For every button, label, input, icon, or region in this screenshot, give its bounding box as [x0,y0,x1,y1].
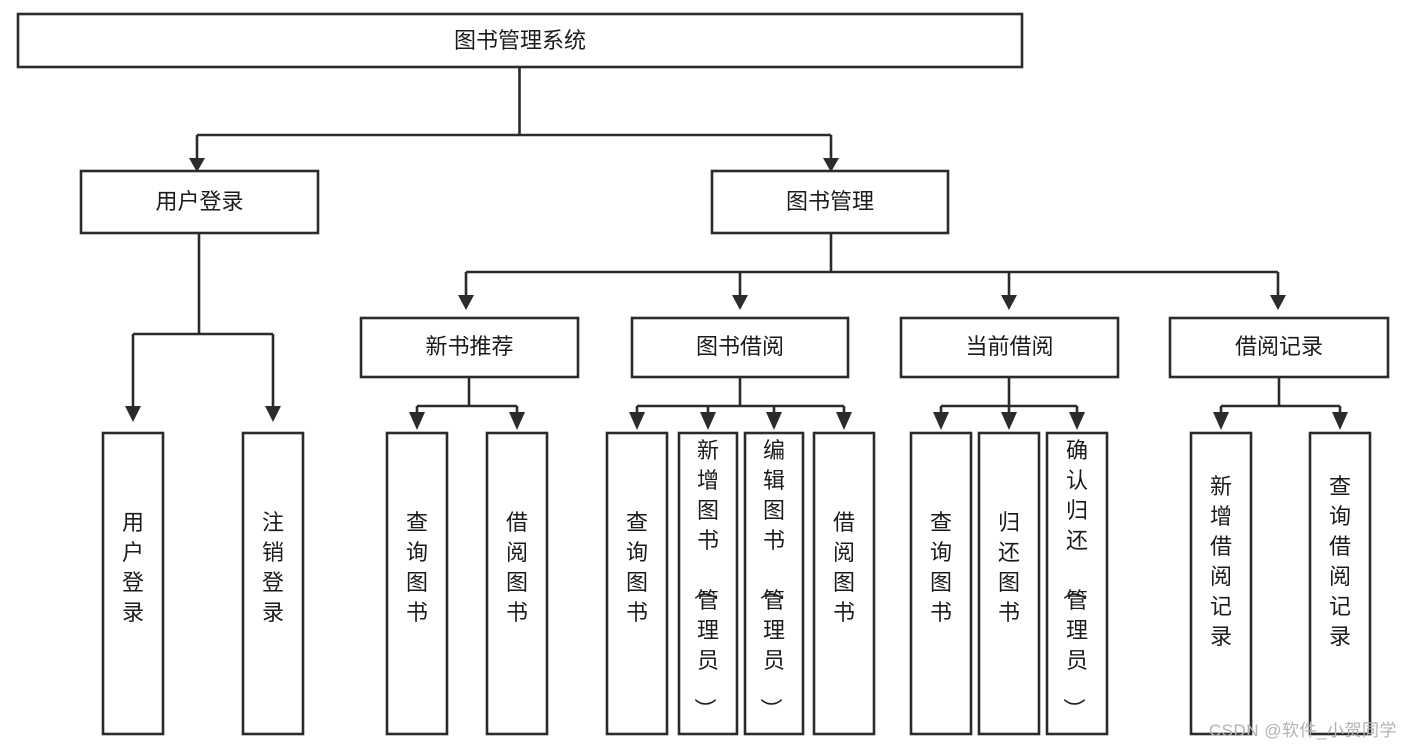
arrow-head-to-leaf-query-book-3 [933,412,949,430]
arrow-head-to-user-login [189,158,205,172]
connector-new-book-recommend-bus [415,377,519,416]
node-leaf-add-book[interactable]: 新增图书（管理员） [677,431,739,736]
node-leaf-add-record-label: 新增借阅记录 [1210,474,1232,649]
connector-root-bus [195,67,833,158]
node-book-borrow-box[interactable] [630,316,850,379]
connector-book-management-bus [464,233,1280,295]
node-book-management-label: 图书管理 [786,189,874,214]
connector-book-borrow-bus [635,377,846,416]
node-leaf-borrow-book-1-label: 借阅图书 [506,510,528,625]
node-user-login-label: 用户登录 [155,189,243,214]
node-leaf-query-book-1[interactable]: 查询图书 [385,431,449,736]
arrow-head-to-leaf-query-book-1 [409,412,425,430]
node-leaf-edit-book[interactable]: 编辑图书（管理员） [743,431,805,736]
node-leaf-confirm-return[interactable]: 确认归还（管理员） [1045,431,1109,736]
node-leaf-query-book-1-box[interactable] [385,431,449,736]
node-leaf-query-book-1-label: 查询图书 [406,510,428,625]
arrow-head-to-leaf-return-book [1001,412,1017,430]
arrow-head-to-leaf-user-login [125,406,141,422]
node-root-label: 图书管理系统 [454,28,586,53]
node-leaf-return-book-label: 归还图书 [998,510,1020,625]
arrow-head-to-leaf-borrow-book-2 [836,412,852,430]
node-leaf-query-book-3[interactable]: 查询图书 [909,431,973,736]
node-book-borrow[interactable]: 图书借阅 [630,316,850,379]
node-leaf-user-login[interactable]: 用户登录 [101,431,165,736]
node-new-book-recommend-label: 新书推荐 [425,334,513,359]
connector-group-book-management-to-level3 [458,233,1286,310]
node-borrow-record-box[interactable] [1168,316,1390,379]
node-leaf-confirm-return-box[interactable] [1045,431,1109,736]
node-leaf-query-record-box[interactable] [1308,431,1372,736]
arrow-head-to-leaf-confirm-return [1069,412,1085,430]
node-leaf-query-book-2[interactable]: 查询图书 [605,431,669,736]
node-leaf-query-book-2-box[interactable] [605,431,669,736]
arrow-head-to-leaf-borrow-book-1 [509,412,525,430]
arrow-head-to-current-borrow [1001,295,1017,310]
node-leaf-logout-login[interactable]: 注销登录 [241,431,305,736]
connector-current-borrow-bus [939,377,1079,416]
node-leaf-user-login-label: 用户登录 [122,510,144,625]
arrow-head-to-book-management [823,158,839,172]
arrow-head-to-leaf-query-record [1332,412,1348,430]
arrow-head-to-new-book-recommend [458,295,474,310]
node-leaf-borrow-book-1[interactable]: 借阅图书 [485,431,549,736]
node-new-book-recommend[interactable]: 新书推荐 [359,316,580,379]
node-root-box[interactable] [16,12,1024,69]
node-current-borrow[interactable]: 当前借阅 [899,316,1120,379]
node-leaf-add-record-box[interactable] [1189,431,1253,736]
node-leaf-query-record-label: 查询借阅记录 [1329,474,1351,649]
connector-borrow-record-bus [1219,377,1342,416]
node-user-login[interactable]: 用户登录 [79,169,320,235]
node-borrow-record[interactable]: 借阅记录 [1168,316,1390,379]
node-leaf-borrow-book-2-box[interactable] [812,431,876,736]
connector-group-book-borrow-to-leaves [629,377,852,430]
node-leaf-query-record[interactable]: 查询借阅记录 [1308,431,1372,736]
node-current-borrow-label: 当前借阅 [965,334,1053,359]
arrow-head-to-leaf-add-book [700,412,716,430]
node-leaf-query-book-3-label: 查询图书 [930,510,952,625]
node-leaf-edit-book-box[interactable] [743,431,805,736]
node-book-management-box[interactable] [710,169,950,235]
connector-group-new-book-recommend-to-leaves [409,377,525,430]
node-leaf-borrow-book-2[interactable]: 借阅图书 [812,431,876,736]
node-leaf-return-book-box[interactable] [977,431,1041,736]
node-user-login-box[interactable] [79,169,320,235]
node-leaf-return-book[interactable]: 归还图书 [977,431,1041,736]
node-leaf-logout-login-label: 注销登录 [262,510,284,625]
node-current-borrow-box[interactable] [899,316,1120,379]
node-leaf-edit-book-label: 编辑图书（管理员） [758,438,785,720]
connector-group-root-to-level2 [189,67,839,172]
node-borrow-record-label: 借阅记录 [1235,334,1323,359]
node-leaf-logout-login-box[interactable] [241,431,305,736]
connector-group-user-login-to-leaves [125,233,281,422]
node-leaf-add-record[interactable]: 新增借阅记录 [1189,431,1253,736]
node-leaf-query-book-3-box[interactable] [909,431,973,736]
node-leaf-confirm-return-label: 确认归还（管理员） [1061,438,1088,720]
arrow-head-to-leaf-edit-book [766,412,782,430]
connector-group-borrow-record-to-leaves [1213,377,1348,430]
node-book-borrow-label: 图书借阅 [696,334,784,359]
arrow-head-to-book-borrow [732,295,748,310]
arrow-head-to-leaf-logout-login [265,406,281,422]
node-leaf-borrow-book-1-box[interactable] [485,431,549,736]
arrow-head-to-leaf-add-record [1213,412,1229,430]
node-leaf-query-book-2-label: 查询图书 [626,510,648,625]
node-new-book-recommend-box[interactable] [359,316,580,379]
connector-group-current-borrow-to-leaves [933,377,1085,430]
node-leaf-add-book-label: 新增图书（管理员） [692,438,719,720]
arrow-head-to-leaf-query-book-2 [629,412,645,430]
arrow-head-to-borrow-record [1270,295,1286,310]
node-root[interactable]: 图书管理系统 [16,12,1024,69]
node-book-management[interactable]: 图书管理 [710,169,950,235]
watermark: CSDN @软件_小贺同学 [1208,721,1397,740]
connector-user-login-bus [131,233,275,406]
node-leaf-borrow-book-2-label: 借阅图书 [833,510,855,625]
node-leaf-user-login-box[interactable] [101,431,165,736]
node-leaf-add-book-box[interactable] [677,431,739,736]
